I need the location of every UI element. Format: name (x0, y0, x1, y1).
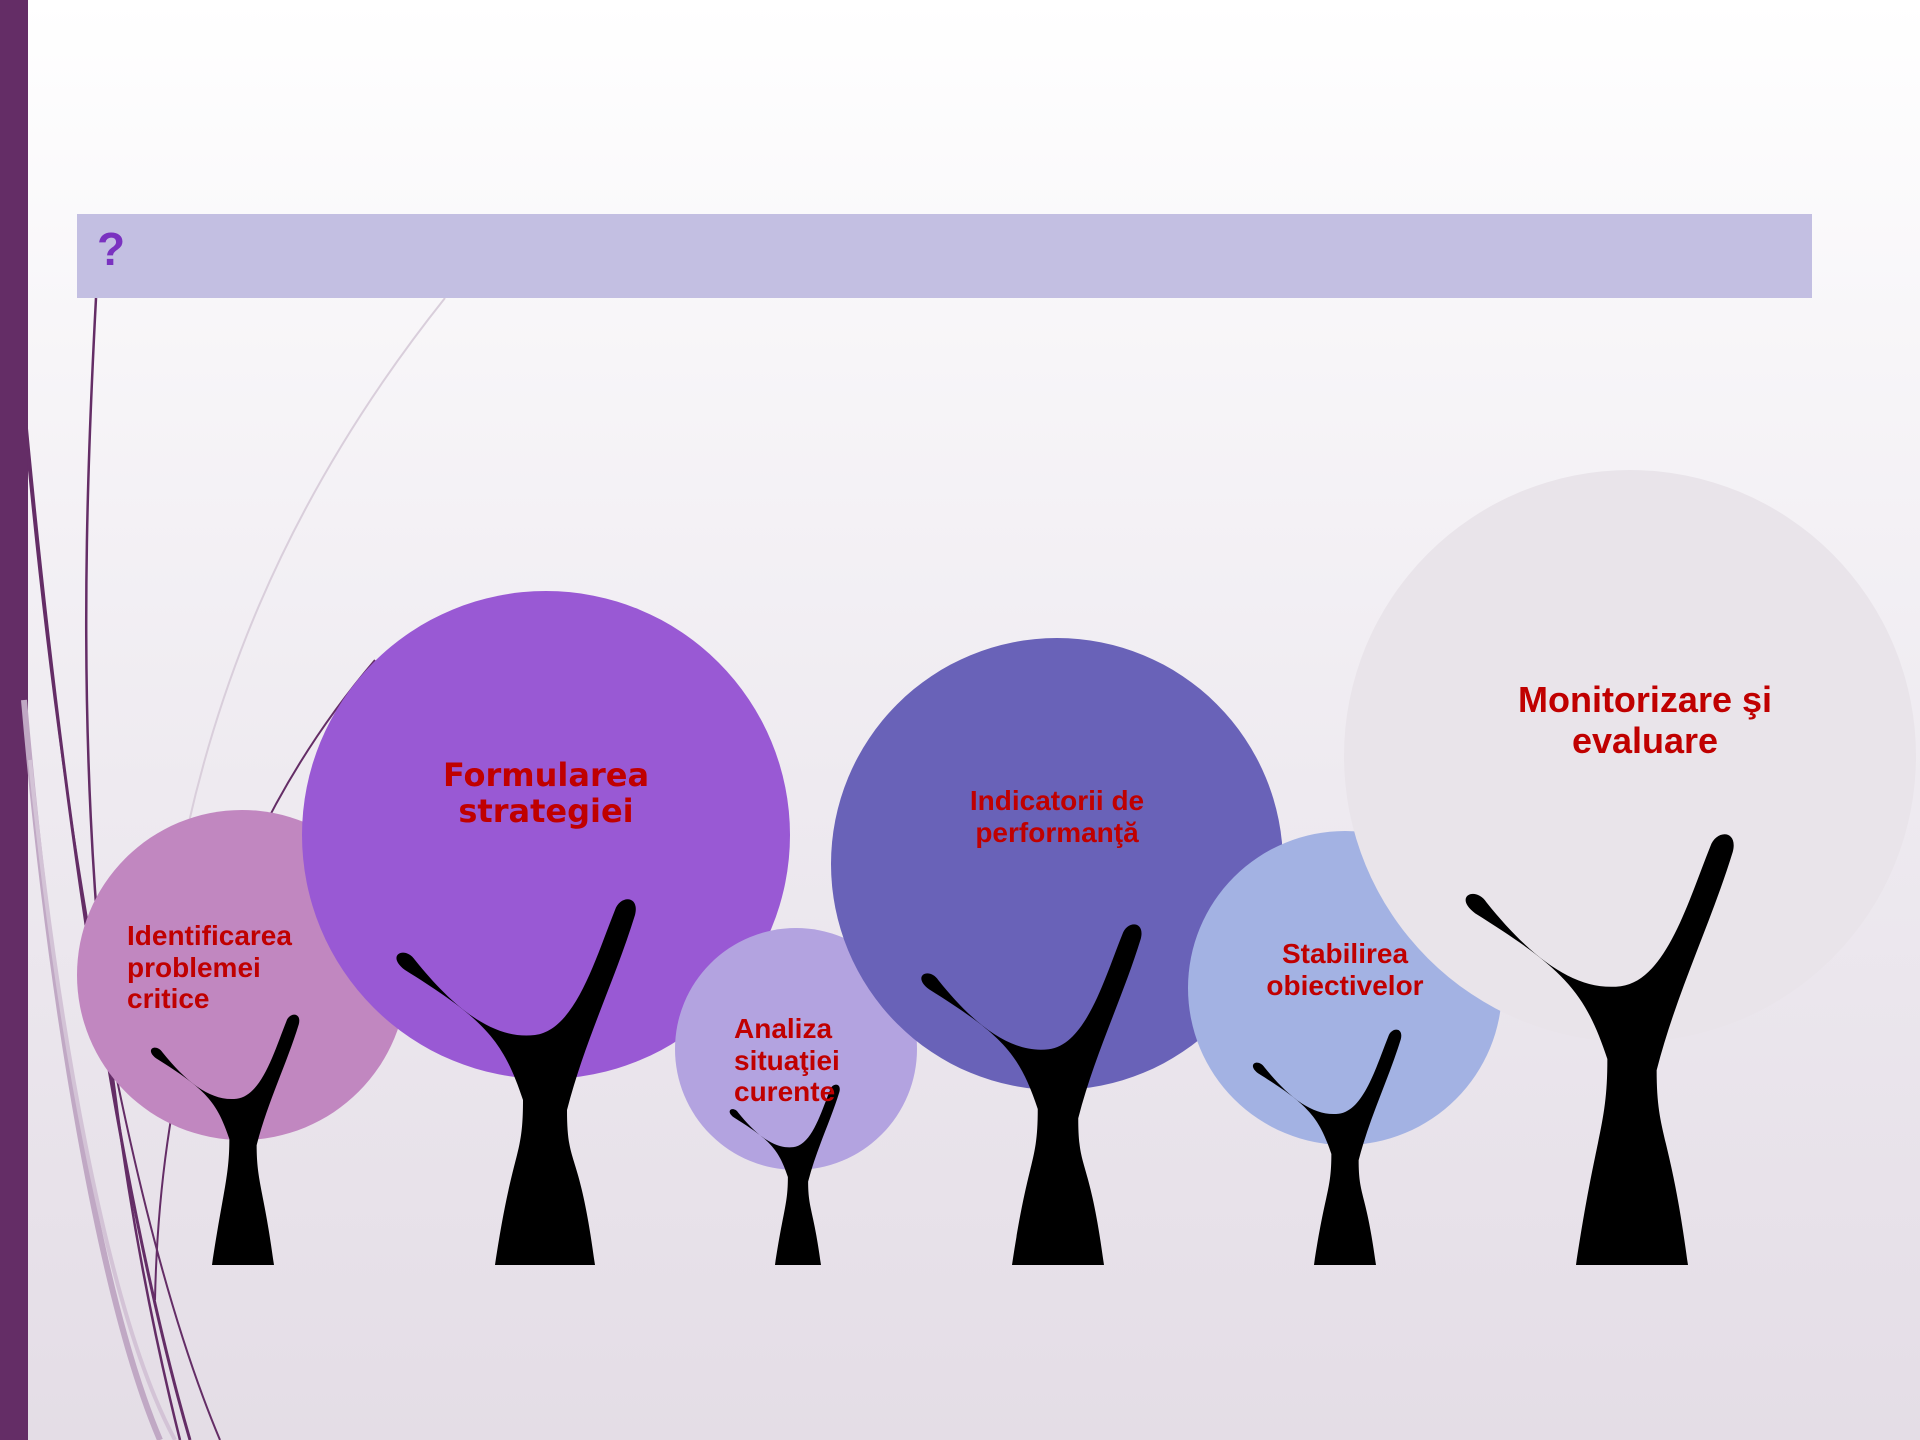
tree-label-line: problemei (127, 951, 261, 983)
tree-label-line: performanţă (975, 816, 1139, 848)
tree-label-line: critice (127, 983, 210, 1015)
tree-label-line: Identificarea (127, 920, 292, 951)
tree-formularea (302, 591, 790, 1265)
tree-trunk-identificarea (150, 1014, 300, 1265)
tree-crown-monitorizare (1344, 470, 1916, 1042)
tree-crown-formularea (302, 591, 790, 1079)
tree-label-line: curente (734, 1076, 836, 1108)
tree-crown-analiza (675, 928, 917, 1170)
page-title: ? (97, 223, 126, 275)
tree-trunk-analiza (729, 1084, 840, 1265)
tree-label-line: obiectivelor (1266, 969, 1424, 1001)
tree-label-line: Monitorizare şi (1517, 679, 1773, 720)
tree-trunk-stabilirea (1252, 1029, 1402, 1265)
tree-label-line: Indicatorii de (969, 785, 1145, 816)
tree-label-line: strategiei (458, 792, 634, 831)
tree-trunk-formularea (396, 899, 636, 1265)
tree-label-line: Analiza (734, 1013, 833, 1044)
tree-trunk-monitorizare (1465, 834, 1734, 1265)
tree-label-line: Stabilirea (1281, 938, 1409, 969)
tree-label-line: evaluare (1571, 719, 1719, 761)
tree-label-line: Formularea (442, 756, 650, 794)
title-band: ? (77, 214, 1812, 298)
tree-analiza (675, 928, 917, 1265)
tree-trunk-indicatorii (921, 924, 1142, 1265)
tree-crown-indicatorii (831, 638, 1283, 1090)
tree-indicatorii (831, 638, 1283, 1265)
tree-label-line: situaţiei (734, 1044, 840, 1076)
tree-monitorizare (1344, 470, 1916, 1265)
